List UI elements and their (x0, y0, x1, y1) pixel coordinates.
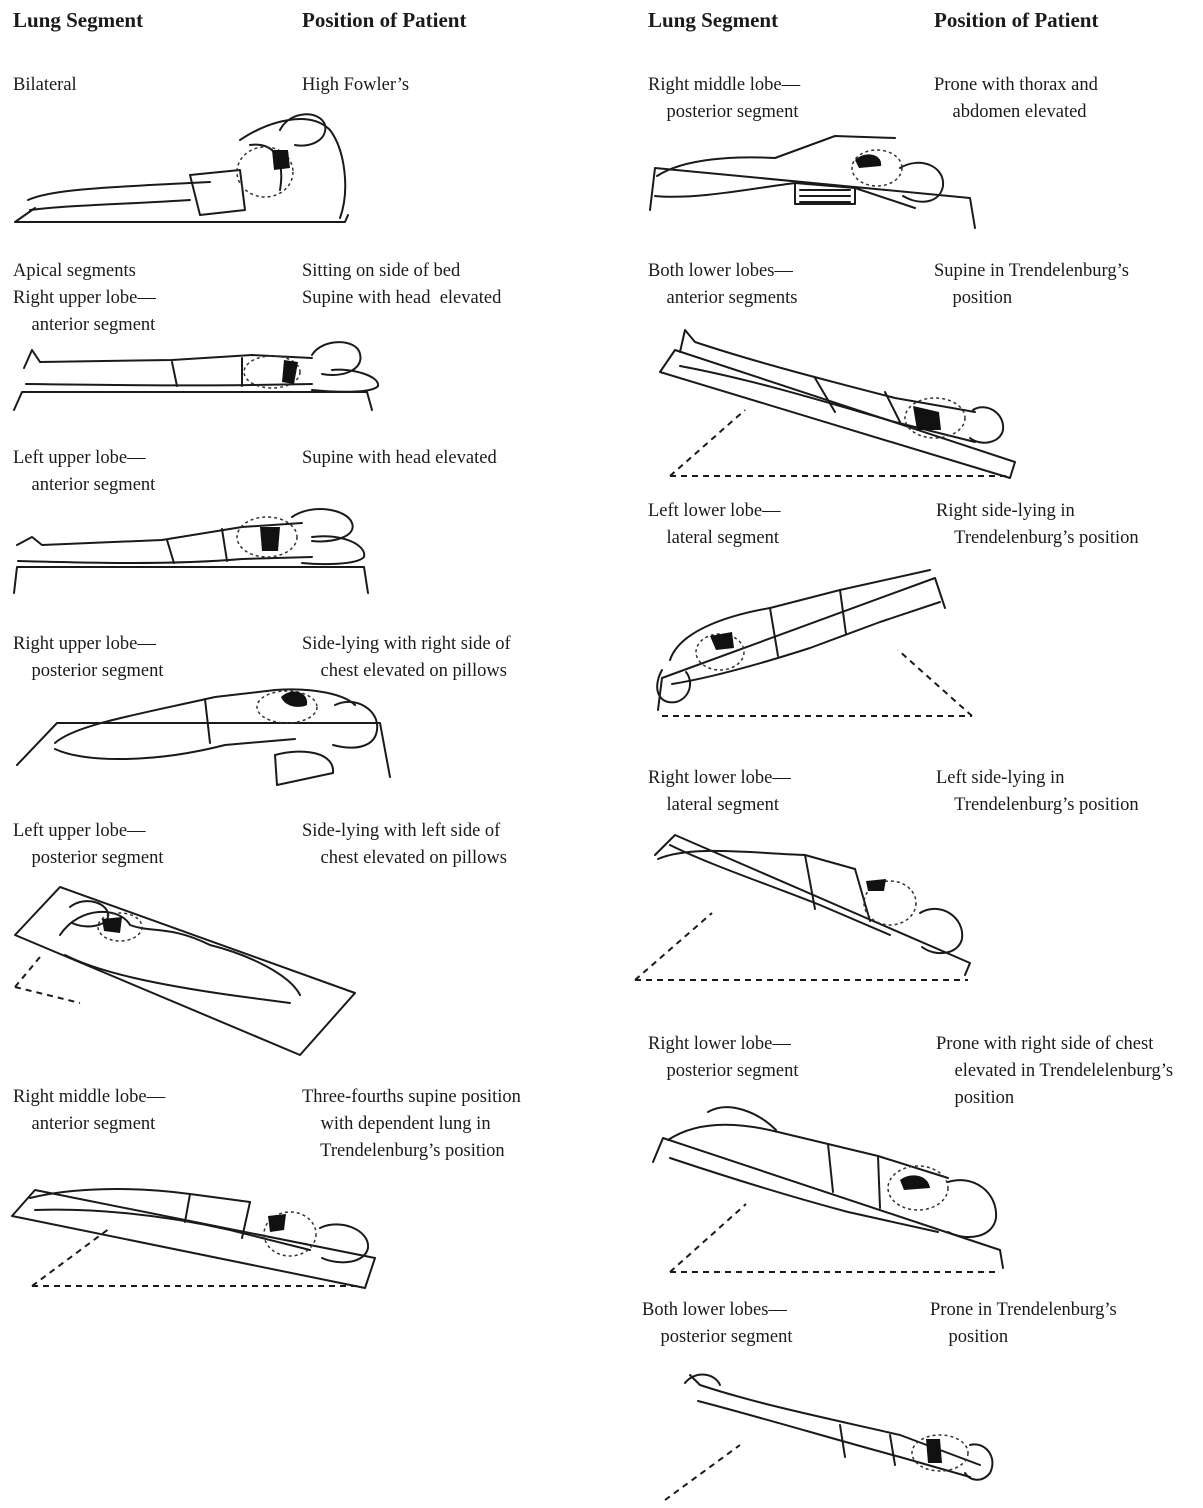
segment-left-lower-lateral: Left lower lobe— lateral segment (648, 498, 781, 552)
segment-left-upper-posterior: Left upper lobe— posterior segment (13, 818, 164, 872)
segment-bilateral: Bilateral (13, 72, 77, 99)
segment-right-upper-posterior: Right upper lobe— posterior segment (13, 631, 164, 685)
position-prone-trendelenburg: Prone in Trendelenburg’s position (930, 1297, 1117, 1351)
position-supine-trendelenburg: Supine in Trendelenburg’s position (934, 258, 1129, 312)
left-header-lung-segment: Lung Segment (13, 8, 143, 33)
prone-thorax-elevated-illustration (645, 128, 980, 235)
right-header-lung-segment: Lung Segment (648, 8, 778, 33)
right-header-position: Position of Patient (934, 8, 1098, 33)
segment-apical-right-upper-anterior: Apical segments Right upper lobe— anteri… (13, 258, 156, 339)
segment-right-middle-anterior: Right middle lobe— anterior segment (13, 1084, 165, 1138)
position-left-side-lying-trendelenburg: Left side-lying in Trendelenburg’s posit… (936, 765, 1139, 819)
supine-head-elevated-illustration-1 (12, 340, 387, 415)
side-lying-right-elevated-illustration (15, 685, 395, 797)
position-side-lying-right-elevated: Side-lying with right side of chest elev… (302, 631, 511, 685)
supine-head-elevated-illustration-2 (12, 505, 372, 597)
segment-both-lower-posterior: Both lower lobes— posterior segment (642, 1297, 793, 1351)
high-fowlers-illustration (10, 100, 355, 235)
position-side-lying-left-elevated: Side-lying with left side of chest eleva… (302, 818, 507, 872)
segment-both-lower-anterior: Both lower lobes— anterior segments (648, 258, 798, 312)
prone-trendelenburg-illustration (640, 1365, 995, 1505)
supine-trendelenburg-illustration (655, 322, 1023, 482)
position-three-fourths-supine: Three-fourths supine position with depen… (302, 1084, 521, 1165)
position-prone-thorax-elevated: Prone with thorax and abdomen elevated (934, 72, 1098, 126)
three-fourths-supine-illustration (10, 1178, 380, 1296)
position-sitting-supine-head-elevated: Sitting on side of bed Supine with head … (302, 258, 501, 312)
position-right-side-lying-trendelenburg: Right side-lying in Trendelenburg’s posi… (936, 498, 1139, 552)
segment-left-upper-anterior: Left upper lobe— anterior segment (13, 445, 155, 499)
prone-right-elevated-trendelenburg-illustration (648, 1092, 1008, 1280)
position-high-fowlers: High Fowler’s (302, 72, 409, 99)
left-side-lying-trendelenburg-illustration (630, 825, 975, 985)
segment-right-lower-posterior: Right lower lobe— posterior segment (648, 1031, 799, 1085)
left-header-position: Position of Patient (302, 8, 466, 33)
position-supine-head-elevated: Supine with head elevated (302, 445, 497, 472)
right-side-lying-trendelenburg-illustration (650, 560, 975, 720)
side-lying-left-elevated-illustration (10, 885, 358, 1057)
segment-right-lower-lateral: Right lower lobe— lateral segment (648, 765, 791, 819)
segment-right-middle-posterior: Right middle lobe— posterior segment (648, 72, 800, 126)
